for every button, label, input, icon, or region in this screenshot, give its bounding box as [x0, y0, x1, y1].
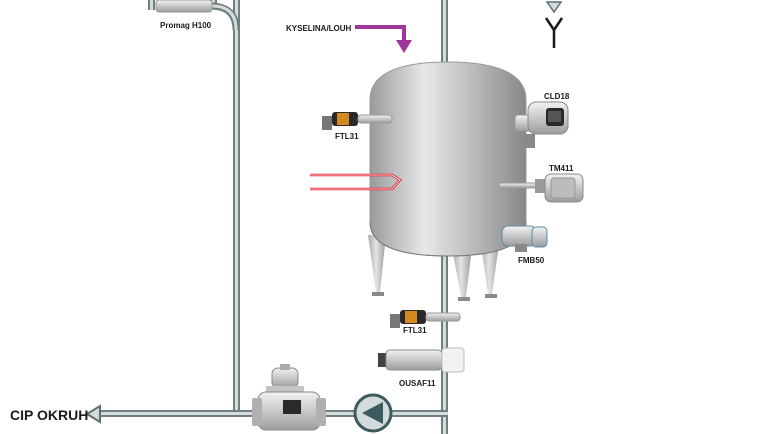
- tm411-sensor: [498, 173, 584, 203]
- ousaf11-sensor: [378, 347, 465, 373]
- ftl31-tank-sensor: [322, 112, 393, 130]
- acid-alkali-arrow-icon: [355, 25, 412, 53]
- tank: [368, 61, 527, 301]
- acid-alkali-label: KYSELINA/LOUH: [286, 24, 352, 33]
- heating-coil-icon: [310, 173, 402, 191]
- promag-label: Promag H100: [160, 21, 212, 30]
- ousaf11-label: OUSAF11: [399, 379, 436, 388]
- ftl31-tank-label: FTL31: [335, 132, 359, 141]
- cld18-label: CLD18: [544, 92, 570, 101]
- ftl31-pipe-label: FTL31: [403, 326, 427, 335]
- fmb50-label: FMB50: [518, 256, 545, 265]
- ftl31-pipe-sensor: [390, 310, 461, 328]
- flowmeter-icon: [252, 364, 326, 431]
- spray-ball-icon: [544, 1, 564, 48]
- cip-outlet-arrow-icon: [85, 404, 101, 424]
- pump-icon: [353, 393, 393, 433]
- cld18-sensor: [514, 101, 569, 148]
- promag-h100-flowmeter: [155, 0, 213, 13]
- cip-label: CIP OKRUH: [10, 407, 88, 423]
- fmb50-sensor: [501, 225, 548, 252]
- tm411-label: TM411: [549, 164, 574, 173]
